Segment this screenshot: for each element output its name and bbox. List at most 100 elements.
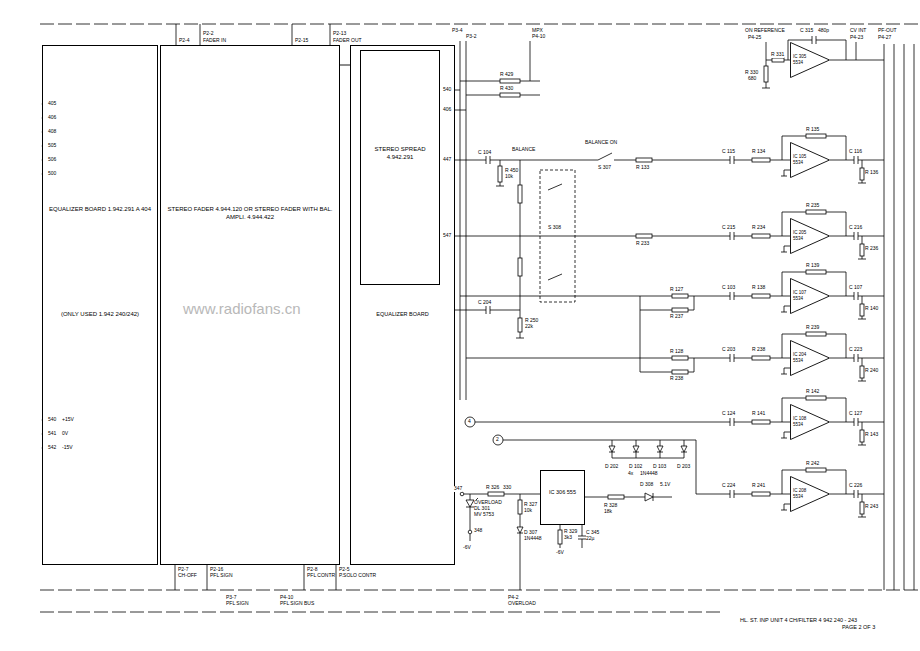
- mpx-network: [500, 93, 520, 97]
- schematic-label: P2-15: [295, 38, 308, 44]
- label-anchor: P4-27: [878, 35, 891, 41]
- opamp-outline: [791, 341, 830, 376]
- summing-network: [609, 452, 687, 453]
- schematic-label: 18k: [604, 509, 612, 515]
- label-anchor: 547: [443, 233, 451, 239]
- schematic-label: R 134: [752, 149, 765, 155]
- label-anchor: P4-2: [508, 595, 519, 601]
- label-anchor: R 234: [752, 225, 765, 231]
- label-anchor: www.radiofans.cn: [183, 300, 301, 317]
- schematic-label: R 234: [752, 225, 765, 231]
- sheet-border: [40, 612, 720, 613]
- balance-network: [540, 170, 575, 302]
- opamp-triangle: IC 108 5534: [790, 404, 830, 440]
- label-anchor: OVERLOAD: [508, 601, 536, 607]
- label-anchor: R 235: [806, 203, 819, 209]
- output-buses: [884, 44, 914, 590]
- label-anchor: C 204: [478, 300, 491, 306]
- label-anchor: C 103: [722, 285, 735, 291]
- mpx-network: [460, 79, 540, 97]
- schematic-label: D 202: [605, 464, 618, 470]
- label-anchor: R 450: [505, 168, 518, 174]
- label-anchor: C 124: [722, 411, 735, 417]
- schematic-label: R 143: [865, 432, 878, 438]
- summing-network: [672, 294, 688, 298]
- module-title: EQUALIZER BOARD: [355, 311, 450, 318]
- label-anchor: R 238: [670, 376, 683, 382]
- overload-network: [560, 525, 561, 548]
- summing-network: [460, 296, 700, 372]
- overload-network: [464, 494, 540, 495]
- label-anchor: 541: [48, 431, 56, 437]
- overload-network: [518, 500, 522, 514]
- schematic-label: R 128: [670, 349, 683, 355]
- summing-network: [475, 422, 700, 423]
- label-anchor: R 331: [771, 52, 784, 58]
- schematic-label: P2-13: [333, 31, 346, 37]
- schematic-label: P4-2: [508, 595, 519, 601]
- ic-label: IC 305 5534: [793, 54, 817, 66]
- schematic-label: C 103: [722, 285, 735, 291]
- label-anchor: C 345: [586, 530, 599, 536]
- schematic-label: 5.1V: [660, 482, 670, 488]
- schematic-label: D 308: [640, 482, 653, 488]
- sheet-border: [40, 24, 920, 25]
- schematic-label: R 241: [752, 483, 765, 489]
- overload-network: [488, 492, 504, 496]
- reference-network: [762, 36, 884, 88]
- schematic-label: C 107: [849, 285, 862, 291]
- label-anchor: 3k3: [564, 535, 572, 541]
- opamp-outline: [791, 219, 830, 254]
- opamp-outline: [791, 477, 830, 512]
- connector-pins: [175, 565, 336, 590]
- schematic-label: MPX: [532, 28, 543, 34]
- schematic-label: P4-23: [850, 35, 863, 41]
- label-anchor: 4: [468, 419, 471, 425]
- label-anchor: 540: [48, 417, 56, 423]
- label-anchor: R 330: [745, 70, 758, 76]
- schematic-label: 500: [48, 171, 56, 177]
- balance-network: [516, 160, 524, 338]
- schematic-label: P2-4: [179, 38, 190, 44]
- label-anchor: MV 5753: [474, 512, 494, 518]
- schematic-label: +15V: [62, 417, 74, 423]
- feedback-network: [782, 134, 884, 183]
- label-anchor: C 215: [722, 225, 735, 231]
- ic-label: IC 107 5534: [793, 290, 817, 302]
- schematic-label: BALANCE: [512, 147, 535, 153]
- module-title: STEREO SPREAD 4.942.291: [365, 146, 435, 162]
- label-anchor: 0V: [62, 431, 68, 437]
- schematic-label: R 136: [865, 170, 878, 176]
- overload-network: [460, 492, 464, 496]
- label-anchor: -6V: [463, 545, 471, 551]
- reference-network: [812, 36, 816, 44]
- balance-network: [518, 258, 522, 276]
- schematic-label: 540: [48, 417, 56, 423]
- label-anchor: 447: [443, 157, 451, 163]
- label-anchor: R 139: [806, 263, 819, 269]
- reference-network: [762, 40, 884, 88]
- schematic-label: PFL SIGN BUS: [280, 601, 314, 607]
- label-anchor: R 250: [525, 318, 538, 324]
- overload-network: [468, 530, 472, 534]
- summing-network: [672, 356, 688, 360]
- schematic-label: PFL SIGN: [210, 573, 233, 579]
- schematic-label: 10k: [505, 174, 513, 180]
- label-anchor: FADER OUT: [333, 38, 362, 44]
- module-box: STEREO SPREAD 4.942.291: [360, 50, 440, 285]
- callout-number: 4: [468, 419, 471, 425]
- input-network: [700, 156, 790, 176]
- label-anchor: P.SOLO CONTR: [339, 573, 376, 579]
- schematic-label: C 127: [849, 411, 862, 417]
- balance-network: [636, 158, 652, 162]
- ic-label: IC 108 5534: [793, 416, 817, 428]
- label-anchor: PF-OUT: [878, 28, 897, 34]
- schematic-label: P3-7: [226, 595, 237, 601]
- label-anchor: R 133: [636, 165, 649, 171]
- feedback-network: [782, 468, 884, 517]
- schematic-label: ON REFERENCE: [745, 28, 785, 34]
- schematic-label: BALANCE ON: [585, 140, 617, 146]
- amplifier-rows: [700, 134, 884, 517]
- balance-network: [455, 153, 700, 160]
